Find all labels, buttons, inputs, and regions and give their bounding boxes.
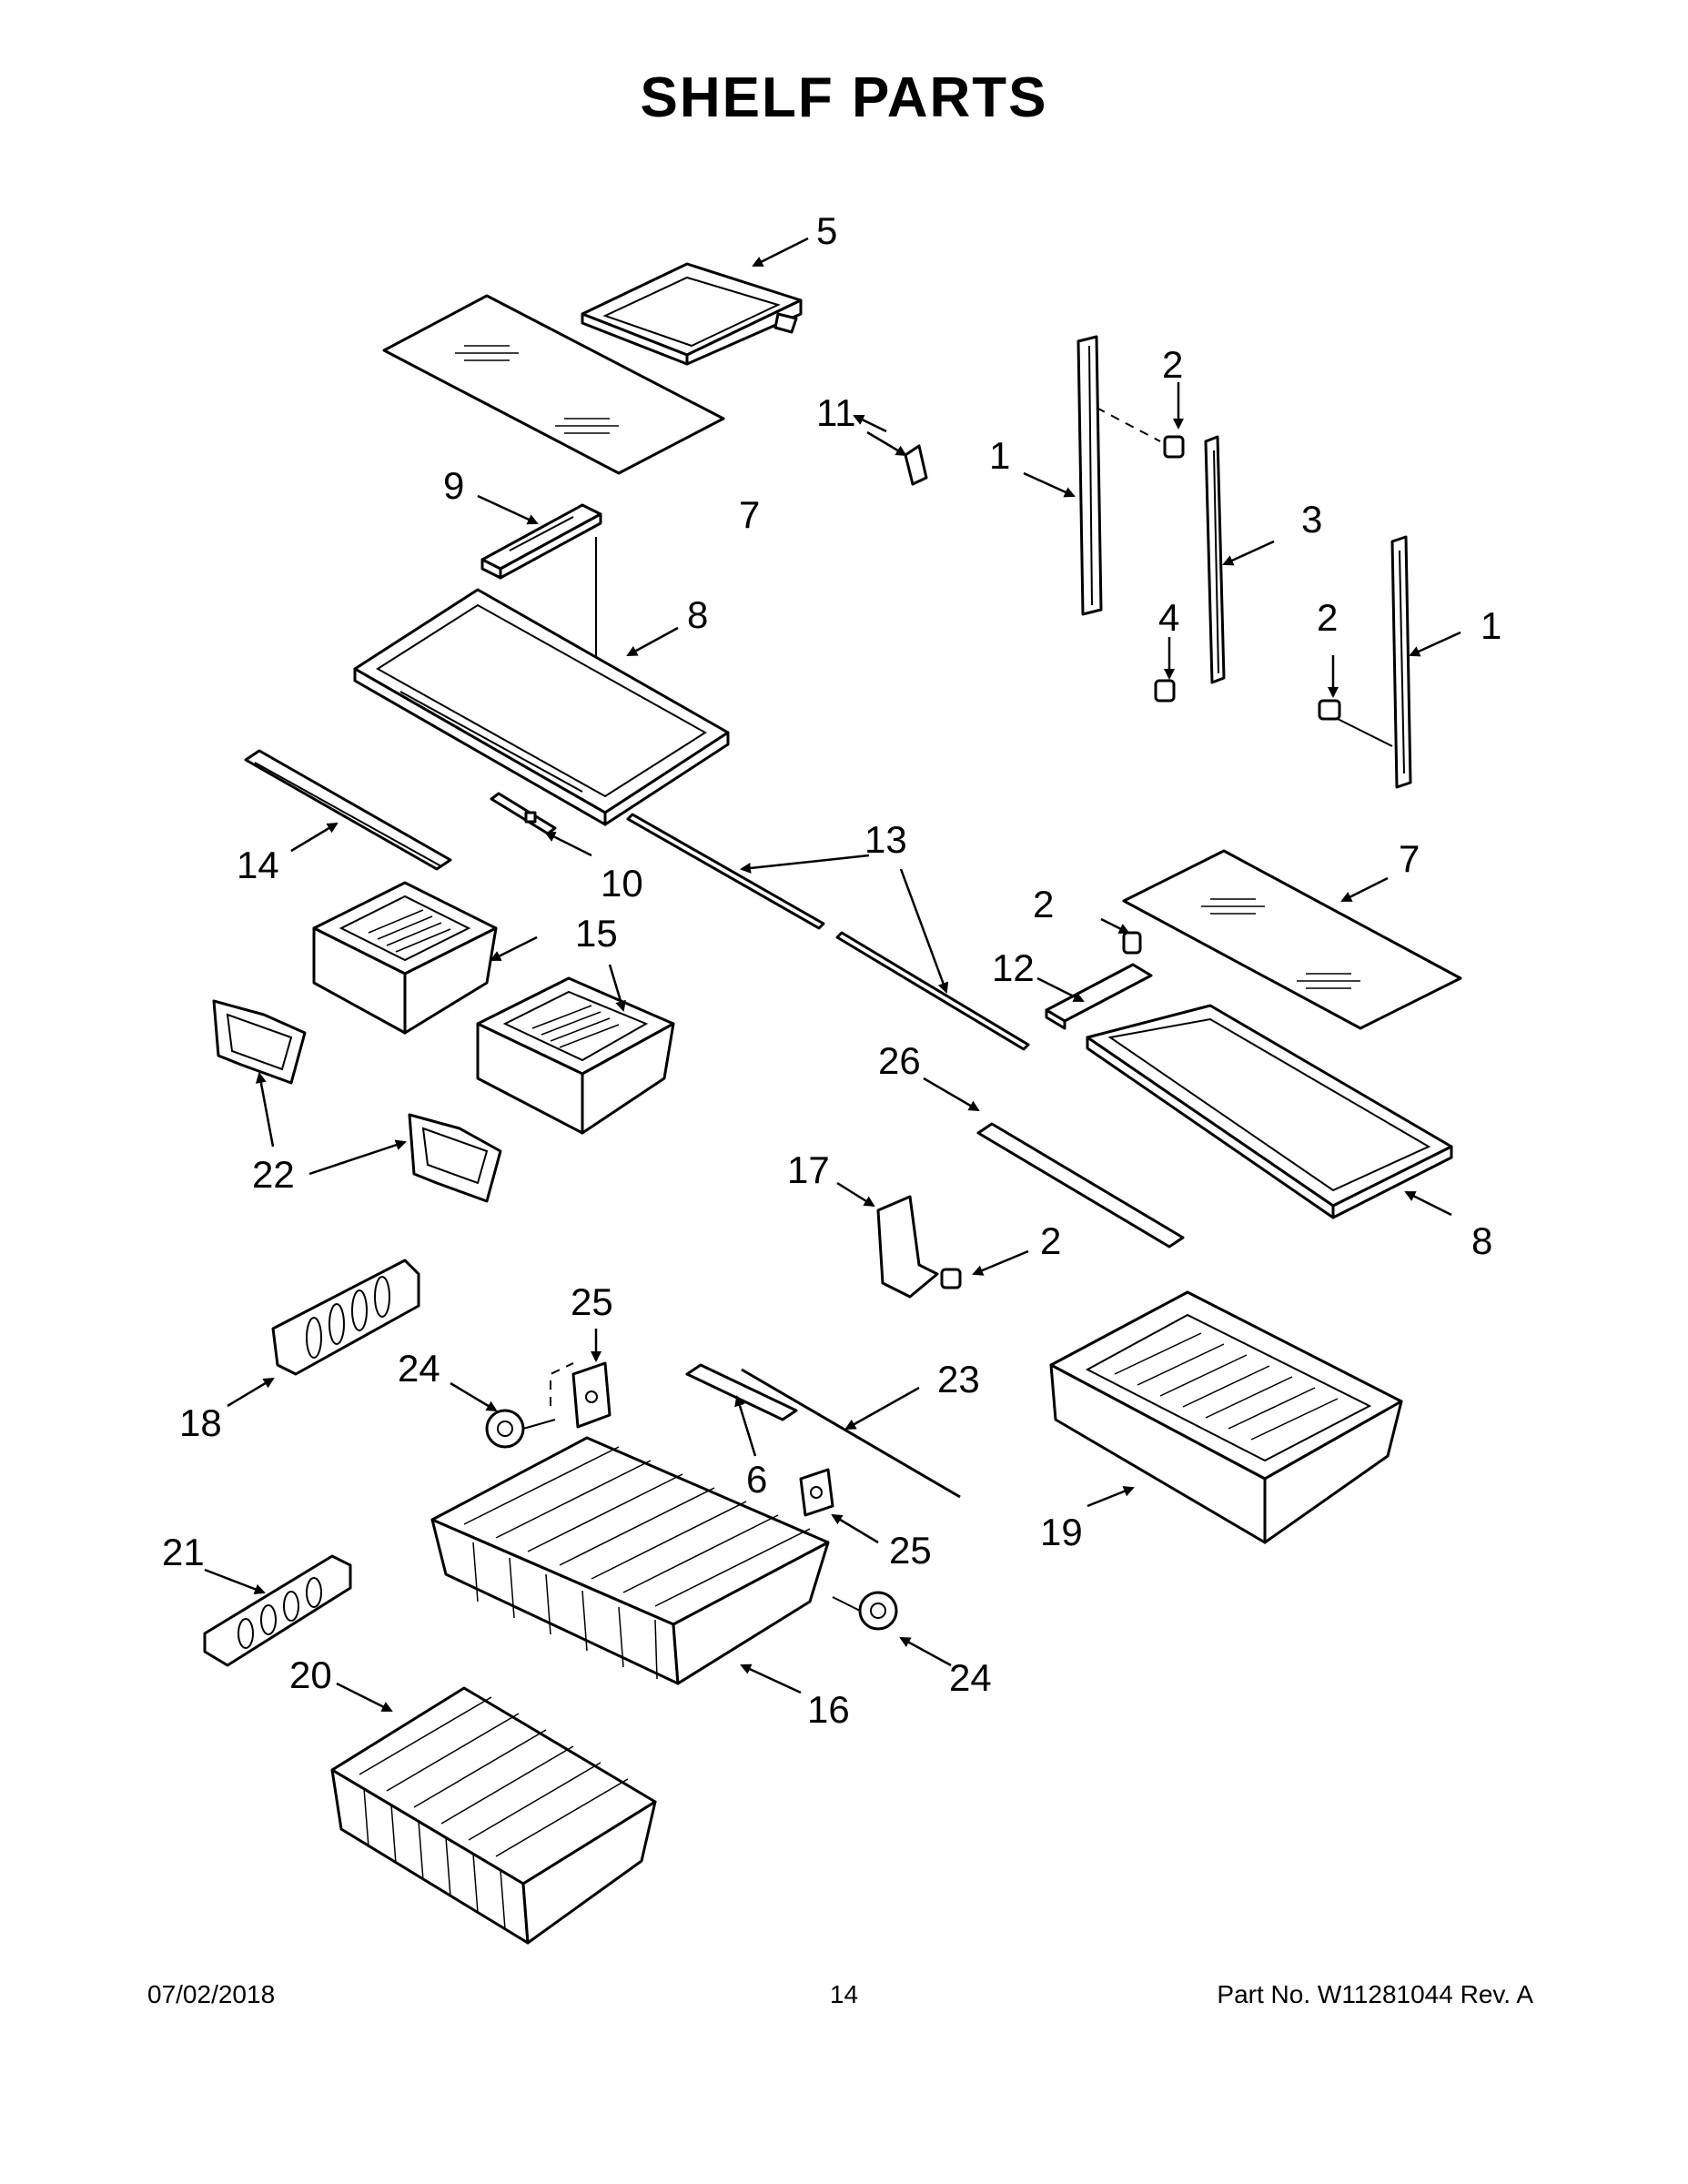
part-17-bracket: [876, 1195, 939, 1299]
callout-8a: 8: [687, 593, 708, 636]
callout-6: 6: [746, 1458, 767, 1501]
part-3-upright-center: [1204, 435, 1226, 684]
callout-5: 5: [816, 209, 837, 252]
callout-7a: 7: [739, 493, 760, 536]
callout-1b: 1: [1481, 604, 1501, 647]
part-5-shelf-frame: [581, 262, 803, 366]
callout-8b: 8: [1471, 1219, 1492, 1262]
callout-26: 26: [878, 1039, 921, 1082]
callout-17: 17: [787, 1148, 830, 1191]
callout-11: 11: [816, 391, 856, 434]
callout-14: 14: [237, 844, 279, 886]
part-20-wire-basket: [330, 1686, 657, 1945]
part-13-rods: [626, 813, 1030, 1051]
part-15-crisper-drawer-right: [476, 976, 675, 1135]
part-11-clip: [904, 444, 928, 486]
callout-3: 3: [1301, 498, 1322, 541]
footer-part-number: Part No. W11281044 Rev. A: [1217, 1980, 1533, 2008]
part-8-shelf-frame-upper: [353, 588, 730, 826]
part-7-glass-shelf-lower: [1122, 849, 1462, 1030]
callout-9: 9: [443, 464, 464, 507]
part-22-drawer-front-left: [212, 999, 307, 1085]
part-24-gear-a: [485, 1409, 556, 1449]
callout-24a: 24: [398, 1347, 440, 1390]
callout-19: 19: [1040, 1511, 1083, 1553]
part-7-glass-shelf-upper: [382, 294, 725, 475]
callout-4: 4: [1158, 596, 1179, 639]
callout-7b: 7: [1399, 837, 1420, 880]
part-19-freezer-drawer: [1049, 1290, 1403, 1544]
part-22-drawer-front-right: [408, 1113, 502, 1203]
callout-1a: 1: [989, 434, 1010, 477]
callout-15: 15: [575, 912, 618, 955]
part-14-trim: [244, 749, 452, 871]
callout-13: 13: [864, 818, 907, 861]
part-8-shelf-frame-lower: [1086, 1004, 1453, 1219]
part-16-wire-basket: [430, 1436, 830, 1685]
part-6-slide: [685, 1363, 798, 1421]
callout-25b: 25: [889, 1529, 932, 1572]
callout-2b: 2: [1317, 596, 1338, 639]
callout-18: 18: [179, 1401, 222, 1444]
part-10-clip: [490, 792, 557, 835]
part-1-upright-left: [1076, 335, 1103, 616]
callout-12: 12: [992, 946, 1035, 989]
callout-21: 21: [162, 1531, 205, 1573]
part-2-screw-a: [1163, 435, 1185, 459]
part-21-divider: [203, 1554, 352, 1667]
part-2-screw-c: [1122, 931, 1142, 955]
callout-2d: 2: [1040, 1219, 1061, 1262]
callout-2a: 2: [1162, 343, 1183, 386]
callout-24b: 24: [949, 1656, 992, 1699]
callout-25a: 25: [571, 1280, 613, 1323]
callout-22: 22: [252, 1153, 295, 1196]
callout-2c: 2: [1033, 883, 1054, 925]
part-26-trim: [976, 1122, 1185, 1249]
part-18-divider: [271, 1259, 420, 1376]
part-25-bracket-b: [799, 1468, 834, 1517]
part-23-rod: [741, 1368, 961, 1499]
part-4-screw: [1154, 679, 1176, 703]
part-15-crisper-drawer-left: [312, 881, 498, 1035]
callout-20: 20: [289, 1653, 332, 1696]
callout-16: 16: [807, 1688, 850, 1731]
callout-23: 23: [937, 1358, 980, 1400]
footer-date: 07/02/2018: [147, 1980, 276, 2008]
page-title: SHELF PARTS: [640, 66, 1048, 129]
part-1-upright-right: [1390, 535, 1412, 789]
leader-lines: [204, 237, 1461, 1713]
footer-page-number: 14: [829, 1980, 859, 2008]
callout-labels: 5 2 11 1 9 7 3 8 4 2 1 13 7 14 10 2 15 1…: [162, 209, 1501, 1731]
part-24-gear-b: [832, 1591, 898, 1631]
part-2-screw-d: [940, 1268, 962, 1289]
part-12-bracket: [1045, 963, 1153, 1030]
part-2-screw-b: [1318, 699, 1341, 721]
callout-10: 10: [601, 862, 643, 905]
part-25-bracket-a: [571, 1361, 612, 1429]
part-9-shelf-bracket: [480, 503, 602, 580]
